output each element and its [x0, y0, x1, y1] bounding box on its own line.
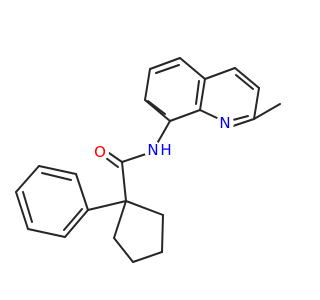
atom-amide-hydrogen-label: H [160, 141, 171, 159]
atom-label-group: O N H N [91, 114, 234, 161]
bond-group [15, 57, 281, 263]
bond-q-10 [232, 118, 255, 127]
atom-oxygen: O [91, 143, 109, 161]
bond-carbonyl-double-a [108, 152, 123, 163]
bond-carbonyl-nh [121, 153, 147, 163]
bond-q-9 [253, 87, 260, 120]
bond-q-5 [199, 78, 206, 111]
bond-q-2 [144, 68, 151, 101]
bond-ph-3 [15, 165, 40, 193]
bond-methyl [253, 103, 281, 120]
bond-nh-c8 [157, 120, 171, 143]
bond-q-3 [149, 57, 181, 70]
atom-amide-nitrogen: N H [144, 141, 173, 159]
bond-ph-1 [75, 173, 89, 211]
bond-quat-carbonyl [121, 161, 127, 202]
atom-amide-nitrogen-label: N [147, 141, 158, 159]
bond-q-double-2 [155, 64, 180, 74]
atom-oxygen-label: O [94, 143, 106, 161]
bond-carbonyl-double-b [105, 157, 119, 168]
bond-q-double-3 [195, 80, 200, 105]
bond-q-6 [169, 109, 201, 122]
bond-q-double-4 [235, 74, 254, 90]
bond-q-8 [234, 67, 260, 89]
atom-quinoline-nitrogen-label: N [219, 114, 230, 132]
bond-ph-4 [15, 191, 29, 230]
bond-cp-1 [113, 200, 127, 239]
bond-cp-5 [125, 200, 164, 216]
bond-cp-2 [113, 237, 134, 263]
bond-q-4 [179, 57, 206, 80]
bond-q-11 [199, 109, 218, 119]
bond-q-double-1 [147, 100, 166, 115]
bond-quat-phenyl [87, 200, 127, 211]
bond-cp-4 [161, 214, 164, 253]
bond-ph-double-3 [63, 208, 83, 231]
bond-cp-3 [132, 251, 163, 263]
bond-q-double-5 [232, 115, 249, 121]
bond-ph-6 [64, 209, 89, 238]
bond-ph-double-2 [22, 191, 33, 223]
bond-ph-double-1 [41, 172, 72, 181]
bond-ph-5 [27, 228, 66, 238]
bond-q-1 [144, 99, 171, 122]
atom-quinoline-nitrogen: N [216, 114, 234, 132]
bond-ph-2 [38, 165, 77, 175]
molecule-structure: O N H N [15, 57, 281, 263]
bond-q-7 [204, 67, 236, 80]
